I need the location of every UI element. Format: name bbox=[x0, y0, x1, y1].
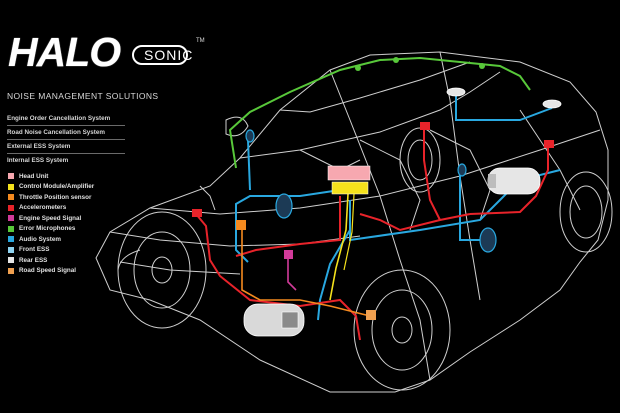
legend-item: Control Module/Amplifier bbox=[8, 182, 128, 193]
system-item: Road Noise Cancellation System bbox=[7, 126, 125, 140]
control-wire-2 bbox=[343, 193, 355, 271]
tagline: NOISE MANAGEMENT SOLUTIONS bbox=[7, 91, 159, 101]
mirror bbox=[225, 116, 249, 137]
legend-swatch bbox=[8, 236, 14, 243]
legend-swatch bbox=[8, 183, 14, 190]
legend-swatch bbox=[8, 246, 14, 253]
legend-swatch bbox=[8, 225, 14, 232]
head-unit-block bbox=[327, 165, 371, 181]
throttle-wire bbox=[241, 224, 371, 317]
legend-item: Throttle Position sensor bbox=[8, 192, 128, 203]
c-pillar bbox=[519, 109, 581, 211]
legend-item: Audio System bbox=[8, 234, 128, 245]
legend-swatch bbox=[8, 194, 14, 201]
seat-rear bbox=[429, 129, 491, 221]
roof-line bbox=[279, 61, 471, 113]
system-item: Engine Order Cancellation System bbox=[7, 112, 125, 126]
logo-main-text: HALO bbox=[8, 29, 121, 75]
front-left-wheel bbox=[117, 211, 207, 329]
rear-left-wheel bbox=[353, 269, 451, 391]
b-pillar bbox=[439, 51, 461, 177]
front-right-wheel bbox=[399, 127, 441, 193]
beltline bbox=[239, 71, 501, 159]
accelerometer-front bbox=[192, 209, 202, 217]
legend-item: Accelerometers bbox=[8, 203, 128, 214]
logo-badge bbox=[132, 45, 188, 65]
tweeter-front bbox=[245, 129, 255, 143]
mic-marker-2 bbox=[393, 57, 399, 63]
body-outline bbox=[95, 51, 609, 393]
legend-swatch bbox=[8, 173, 14, 180]
engine-speed-wire bbox=[287, 258, 297, 291]
halosonic-logo: HALO SONIC TM bbox=[8, 30, 218, 74]
error-mic-wire bbox=[228, 56, 531, 169]
engine-speed-sensor bbox=[284, 250, 293, 259]
rear-door-line bbox=[459, 175, 481, 301]
legend-item: Error Microphones bbox=[8, 224, 128, 235]
speaker-rear-door bbox=[479, 227, 497, 253]
wheels bbox=[117, 127, 613, 391]
logo-trademark: TM bbox=[196, 38, 205, 44]
legend-item: Road Speed Signal bbox=[8, 266, 128, 277]
legend-swatch bbox=[8, 267, 14, 274]
seat-front bbox=[359, 139, 421, 231]
rear-left-rim bbox=[371, 289, 433, 371]
front-ess-unit bbox=[243, 303, 305, 337]
front-left-rim bbox=[133, 231, 191, 309]
road-speed-sensor bbox=[366, 310, 376, 320]
dash-line bbox=[299, 149, 361, 171]
accelerometer-rear bbox=[420, 122, 430, 130]
accelerometer-right bbox=[544, 140, 554, 148]
legend-item: Engine Speed Signal bbox=[8, 213, 128, 224]
legend-swatch bbox=[8, 204, 14, 211]
tweeter-rear bbox=[457, 163, 467, 177]
legend-swatch bbox=[8, 257, 14, 264]
mic-marker-1 bbox=[355, 65, 361, 71]
system-item: External ESS System bbox=[7, 140, 125, 154]
legend-item: Rear ESS bbox=[8, 255, 128, 266]
legend-swatch bbox=[8, 215, 14, 222]
rear-ess-unit bbox=[487, 167, 541, 195]
control-wire-1 bbox=[329, 193, 349, 301]
rear-right-wheel bbox=[559, 171, 613, 253]
speaker-front-door bbox=[275, 193, 293, 219]
system-list: Engine Order Cancellation System Road No… bbox=[7, 112, 125, 167]
system-item: Internal ESS System bbox=[7, 157, 69, 164]
throttle-sensor bbox=[236, 220, 246, 230]
legend-item: Head Unit bbox=[8, 171, 128, 182]
car-outline bbox=[95, 51, 609, 393]
door-line bbox=[379, 195, 431, 381]
lower-bumper bbox=[119, 261, 241, 275]
hood-detail bbox=[199, 185, 216, 211]
component-legend: Head Unit Control Module/Amplifier Throt… bbox=[8, 171, 128, 276]
roof-speaker-left bbox=[446, 87, 466, 97]
legend-item: Front ESS bbox=[8, 245, 128, 256]
roof-speaker-right bbox=[542, 99, 562, 109]
logo-sub-text: SONIC bbox=[144, 47, 194, 63]
amplifier-block bbox=[331, 181, 369, 195]
mic-marker-3 bbox=[479, 63, 485, 69]
